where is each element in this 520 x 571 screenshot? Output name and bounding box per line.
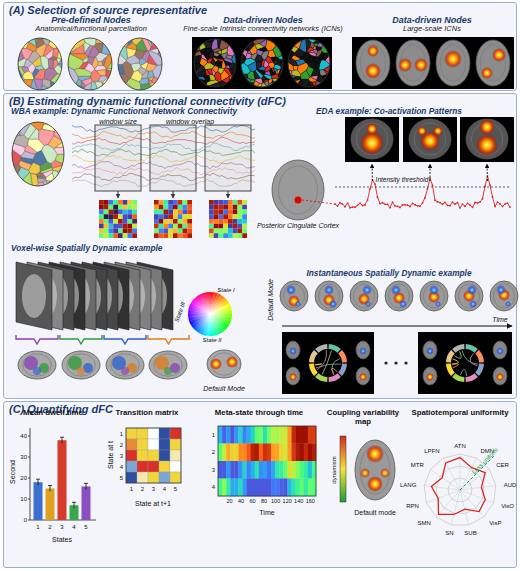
axis-tick: 100: [271, 499, 280, 505]
axis-tick: 60: [250, 499, 256, 505]
axis-tick: 140: [294, 499, 303, 505]
section-group: Coupling variability map: [323, 409, 403, 567]
annotation-label: ATN: [454, 443, 466, 449]
panel-heading: (B) Estimating dynamic functional connec…: [9, 95, 286, 108]
annotation-label: States: [52, 536, 72, 543]
axis-tick: 5: [174, 486, 177, 492]
panel-band: (B) Estimating dynamic functional connec…: [3, 93, 517, 399]
section-group: Data-driven NodesLarge-scale ICNs: [349, 15, 515, 39]
section-group: WBA example: Dynamic Functional Network …: [7, 107, 261, 243]
annotation-label: LANG: [400, 482, 416, 488]
axis-tick: 2: [48, 524, 51, 530]
annotation-label: SN: [445, 530, 453, 536]
annotation-label: Second: [9, 460, 16, 484]
section-title: EDA example: Co-activation Patterns: [316, 107, 462, 117]
annotation-label: VisP: [489, 520, 501, 526]
axis-tick: 4: [72, 524, 75, 530]
section-subtitle: Fine-scale Intrinsic connectivity networ…: [183, 25, 343, 34]
axis-tick: 1: [130, 486, 133, 492]
annotation-label: dynamism: [331, 456, 337, 483]
section-title: Mean dwell time: [23, 409, 83, 418]
section-title: Transition matrix: [116, 409, 179, 418]
annotation-label: State I: [217, 287, 234, 293]
axis-tick: 0: [24, 517, 27, 523]
section-group: Mean dwell time: [7, 409, 99, 567]
axis-tick: 5: [84, 524, 87, 530]
axis-tick: 3: [60, 524, 63, 530]
section-title: Data-driven Nodes: [223, 15, 303, 25]
section-group: EDA example: Co-activation Patterns: [263, 107, 515, 267]
section-group: Instantaneous Spatially Dynamic example: [263, 269, 515, 398]
section-title: Data-driven Nodes: [392, 15, 472, 25]
annotation-label: RPN: [406, 503, 419, 509]
axis-tick: 4: [212, 484, 215, 490]
axis-tick: 2: [212, 449, 215, 455]
axis-tick: 1: [120, 431, 123, 437]
section-subtitle: Large-scale ICNs: [403, 25, 461, 34]
annotation-label: Posterior Cingulate Cortex: [257, 222, 339, 229]
section-title: Instantaneous Spatially Dynamic example: [306, 269, 471, 279]
annotation-label: window size: [99, 118, 137, 125]
section-group: Pre-defined NodesAnatomical/functional p…: [7, 15, 175, 39]
section-subtitle: Anatomical/functional parcellation: [35, 25, 147, 34]
annotation-label: State at t+1: [135, 500, 171, 507]
section-group: Spatiotemporal uniformity: [403, 409, 517, 567]
axis-tick: 2: [141, 486, 144, 492]
axis-tick: 4: [120, 464, 123, 470]
axis-tick: 1: [212, 432, 215, 438]
axis-tick: 40: [20, 433, 27, 439]
axis-tick: 30: [20, 454, 27, 460]
annotation-label: CER: [496, 462, 509, 468]
section-group: Voxel-wise Spatially Dynamic example: [7, 244, 261, 398]
axis-tick: 3: [212, 467, 215, 473]
axis-tick: 5: [120, 475, 123, 481]
axis-tick: 4: [163, 486, 166, 492]
section-title: Pre-defined Nodes: [51, 15, 131, 25]
annotation-label: AUD: [504, 482, 517, 488]
annotation-label: Time: [259, 509, 274, 516]
axis-tick: 120: [283, 499, 292, 505]
axis-tick: 3: [120, 453, 123, 459]
axis-tick: 40: [238, 499, 244, 505]
annotation-label: Default mode: [354, 509, 396, 516]
axis-tick: 20: [226, 499, 232, 505]
axis-tick: 160: [306, 499, 315, 505]
axis-tick: 20: [20, 475, 27, 481]
section-title: WBA example: Dynamic Functional Network …: [11, 107, 237, 117]
axis-tick: 1: [36, 524, 39, 530]
panel-band: (C) Quantifying dFCMean dwell timeTransi…: [3, 401, 517, 568]
section-group: Transition matrix: [101, 409, 193, 567]
axis-tick: 2: [120, 442, 123, 448]
annotation-label: VisO: [501, 503, 514, 509]
panel-band: (A) Selection of source representativePr…: [3, 2, 517, 91]
annotation-label: SUB: [464, 530, 476, 536]
panel-heading: (A) Selection of source representative: [9, 4, 207, 17]
annotation-label: State II: [202, 337, 221, 343]
axis-tick: 10: [20, 496, 27, 502]
annotation-label: window overlap: [166, 118, 214, 125]
section-title: Spatiotemporal uniformity: [411, 409, 508, 418]
axis-tick: 3: [152, 486, 155, 492]
section-group: Data-driven NodesFine-scale Intrinsic co…: [179, 15, 347, 39]
annotation-label: LPFN: [424, 448, 439, 454]
annotation-label: Time: [492, 316, 508, 323]
annotation-label: MTR: [411, 462, 424, 468]
annotation-label: Default Mode: [203, 385, 245, 392]
annotation-label: Default Mode: [267, 279, 274, 321]
annotation-label: SMN: [417, 520, 430, 526]
annotation-label: State at t: [107, 441, 114, 469]
axis-tick: 80: [261, 499, 267, 505]
section-title: Coupling variability map: [323, 409, 403, 427]
annotation-label: Intensity threshold: [376, 177, 429, 184]
section-title: Voxel-wise Spatially Dynamic example: [11, 244, 162, 254]
section-title: Meta-state through time: [215, 409, 303, 418]
